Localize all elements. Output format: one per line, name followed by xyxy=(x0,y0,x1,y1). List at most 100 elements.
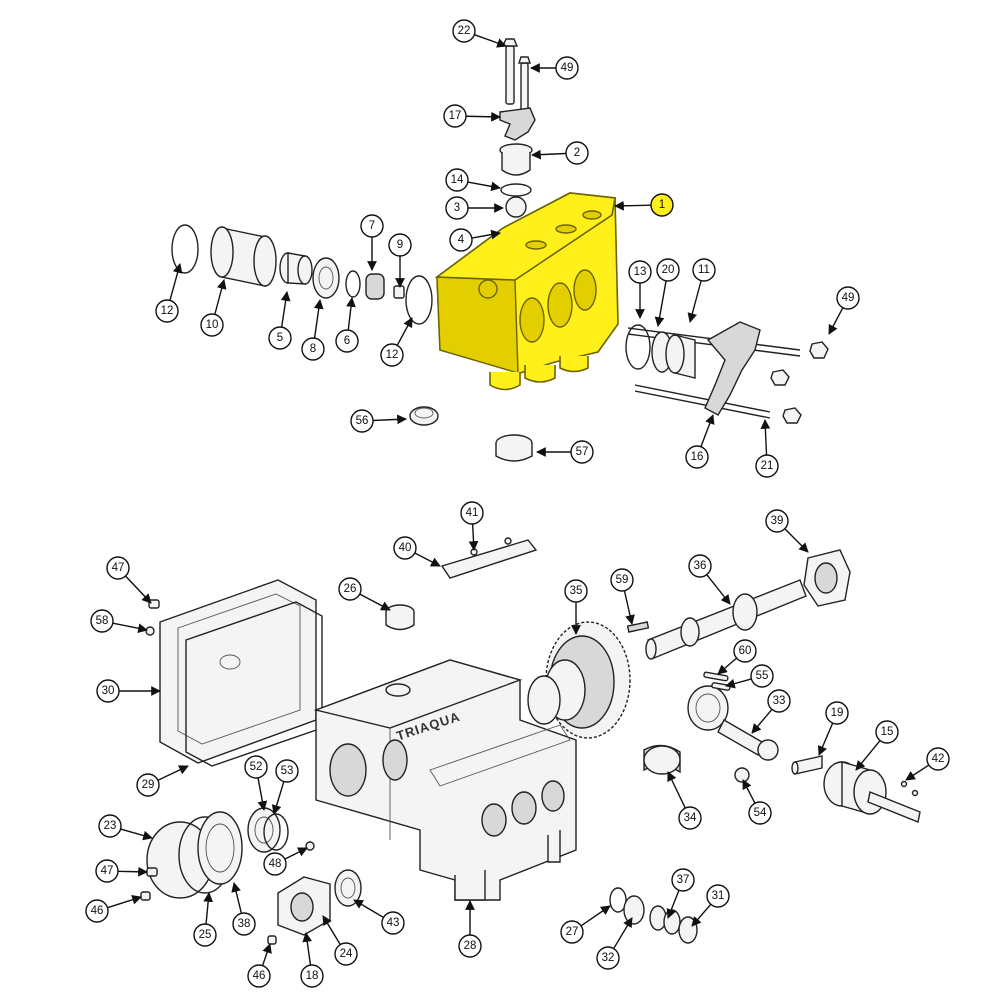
callout-33[interactable]: 33 xyxy=(751,689,791,734)
callout-circle[interactable] xyxy=(193,923,217,947)
bracket-17[interactable] xyxy=(499,107,536,141)
callout-circle[interactable] xyxy=(750,664,774,688)
callout-circle[interactable] xyxy=(555,56,579,80)
sleeve-32[interactable] xyxy=(623,895,645,925)
callout-circle[interactable] xyxy=(460,501,484,525)
callout-circle[interactable] xyxy=(706,884,730,908)
callout-29[interactable]: 29 xyxy=(136,765,189,797)
callout-circle[interactable] xyxy=(96,679,120,703)
spacer-6[interactable] xyxy=(345,270,361,298)
callout-12[interactable]: 12 xyxy=(155,263,183,323)
plunger-guide-5[interactable] xyxy=(279,252,313,285)
callout-circle[interactable] xyxy=(301,337,325,361)
callout-59[interactable]: 59 xyxy=(610,568,635,625)
bearing-shell-34[interactable] xyxy=(643,744,681,775)
callout-47[interactable]: 47 xyxy=(106,556,152,604)
nut-49-right[interactable] xyxy=(809,341,829,359)
callout-38[interactable]: 38 xyxy=(231,882,256,936)
callout-52[interactable]: 52 xyxy=(244,755,268,811)
callout-circle[interactable] xyxy=(300,964,324,988)
seal-retainer-8[interactable] xyxy=(312,257,340,299)
callout-26[interactable]: 26 xyxy=(338,577,391,611)
callout-circle[interactable] xyxy=(95,859,119,883)
callout-2[interactable]: 2 xyxy=(531,141,589,165)
callout-30[interactable]: 30 xyxy=(96,679,161,703)
callout-circle[interactable] xyxy=(688,554,712,578)
callout-4[interactable]: 4 xyxy=(449,228,501,252)
callout-35[interactable]: 35 xyxy=(564,579,588,635)
callout-circle[interactable] xyxy=(755,454,779,478)
callout-55[interactable]: 55 xyxy=(725,664,774,689)
valve-plug-2[interactable] xyxy=(499,143,533,176)
plug-56[interactable] xyxy=(409,406,439,426)
callout-circle[interactable] xyxy=(836,286,860,310)
callout-circle[interactable] xyxy=(334,942,358,966)
o-ring-12-right[interactable] xyxy=(405,275,433,325)
callout-32[interactable]: 32 xyxy=(596,917,633,970)
callout-49[interactable]: 49 xyxy=(828,286,860,335)
nut-9[interactable] xyxy=(393,285,405,299)
callout-circle[interactable] xyxy=(458,934,482,958)
callout-circle[interactable] xyxy=(564,579,588,603)
callout-circle[interactable] xyxy=(767,689,791,713)
o-ring-12-left[interactable] xyxy=(171,224,199,274)
ball-3[interactable] xyxy=(505,196,527,218)
callout-36[interactable]: 36 xyxy=(688,554,731,605)
callout-circle[interactable] xyxy=(671,868,695,892)
plug-46-bottom[interactable] xyxy=(267,935,277,945)
callout-circle[interactable] xyxy=(98,814,122,838)
breather-26[interactable] xyxy=(385,604,415,631)
nut-right-low[interactable] xyxy=(782,407,802,424)
callout-14[interactable]: 14 xyxy=(445,168,501,192)
callout-3[interactable]: 3 xyxy=(445,196,504,220)
callout-circle[interactable] xyxy=(596,946,620,970)
callout-58[interactable]: 58 xyxy=(90,609,148,634)
callout-48[interactable]: 48 xyxy=(263,847,308,876)
callout-circle[interactable] xyxy=(449,228,473,252)
callout-circle[interactable] xyxy=(200,313,224,337)
cylinder-liner-10[interactable] xyxy=(210,226,277,287)
screw-42b[interactable] xyxy=(911,789,919,797)
packing-7[interactable] xyxy=(365,273,385,300)
callout-circle[interactable] xyxy=(685,445,709,469)
crankshaft-36[interactable] xyxy=(645,579,807,660)
nut-31[interactable] xyxy=(678,916,698,944)
callout-10[interactable]: 10 xyxy=(200,279,227,337)
bridge-frame-16[interactable] xyxy=(704,321,761,416)
callout-circle[interactable] xyxy=(825,701,849,725)
callout-41[interactable]: 41 xyxy=(460,501,484,551)
o-ring-14[interactable] xyxy=(500,183,532,197)
callout-circle[interactable] xyxy=(350,409,374,433)
bearing-housing-24[interactable] xyxy=(277,876,331,936)
callout-5[interactable]: 5 xyxy=(268,291,292,350)
gear-35[interactable] xyxy=(527,621,631,739)
callout-circle[interactable] xyxy=(232,912,256,936)
callout-circle[interactable] xyxy=(650,193,674,217)
callout-12[interactable]: 12 xyxy=(380,317,413,367)
callout-circle[interactable] xyxy=(875,720,899,744)
callout-circle[interactable] xyxy=(692,258,716,282)
connecting-rod-33[interactable] xyxy=(687,685,779,761)
callout-27[interactable]: 27 xyxy=(560,905,611,944)
callout-circle[interactable] xyxy=(85,899,109,923)
callout-circle[interactable] xyxy=(748,801,772,825)
callout-25[interactable]: 25 xyxy=(193,892,217,947)
callout-22[interactable]: 22 xyxy=(452,19,507,48)
callout-40[interactable]: 40 xyxy=(393,536,441,567)
callout-19[interactable]: 19 xyxy=(817,701,849,756)
callout-circle[interactable] xyxy=(247,964,271,988)
callout-circle[interactable] xyxy=(445,196,469,220)
callout-21[interactable]: 21 xyxy=(755,419,779,478)
callout-39[interactable]: 39 xyxy=(765,509,809,553)
callout-9[interactable]: 9 xyxy=(388,233,412,288)
callout-circle[interactable] xyxy=(360,214,384,238)
callout-28[interactable]: 28 xyxy=(458,900,482,958)
flange-38[interactable] xyxy=(197,811,243,885)
plug-46-left[interactable] xyxy=(140,891,151,901)
callout-circle[interactable] xyxy=(926,747,950,771)
callout-circle[interactable] xyxy=(445,168,469,192)
callout-13[interactable]: 13 xyxy=(628,260,652,319)
callout-8[interactable]: 8 xyxy=(301,299,325,361)
callout-circle[interactable] xyxy=(452,19,476,43)
bushing-54[interactable] xyxy=(734,767,750,783)
